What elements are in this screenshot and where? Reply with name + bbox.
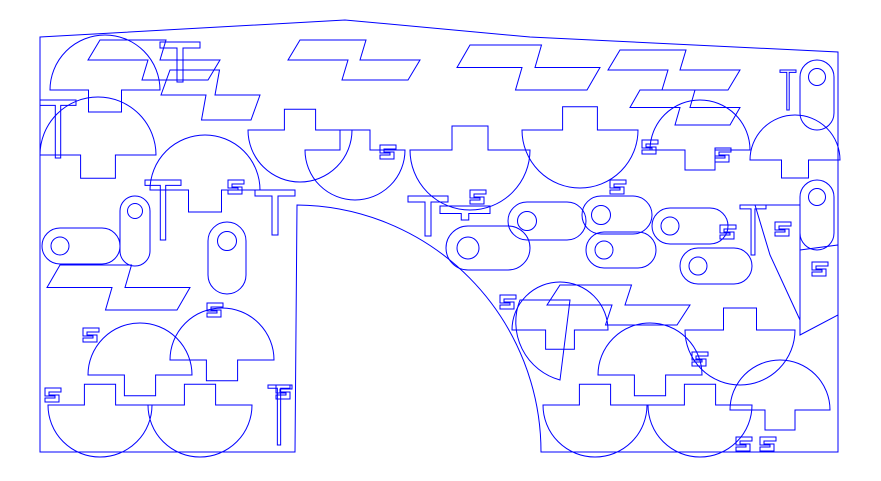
clip-part-1 — [227, 179, 245, 195]
clip-part-4 — [641, 139, 659, 155]
round-part-d — [169, 307, 275, 382]
round-part-a — [47, 383, 153, 458]
stadium-part-10-hole — [808, 188, 826, 206]
sheet-boundary — [39, 19, 839, 453]
stadium-part-9 — [799, 59, 835, 131]
stadium-part-10 — [799, 179, 835, 251]
round-part-p — [49, 34, 161, 113]
clip-part-12 — [759, 436, 777, 452]
stadium-part-0 — [41, 227, 121, 265]
round-part-r — [684, 307, 796, 386]
tee-part-5 — [779, 69, 797, 111]
round-part-o — [749, 114, 841, 179]
stadium-part-2-hole — [217, 231, 237, 251]
round-part-g — [597, 322, 703, 397]
tee-part-2 — [254, 189, 296, 236]
tee-part-1 — [144, 179, 182, 241]
clip-part-7 — [44, 387, 62, 403]
stadium-part-6 — [651, 207, 729, 245]
tee-part-7 — [407, 195, 449, 237]
stadium-part-9-hole — [808, 68, 826, 86]
stadium-part-7-hole — [688, 256, 708, 276]
stadium-part-4 — [507, 201, 587, 241]
clip-part-11 — [735, 436, 753, 452]
round-part-h — [729, 359, 831, 431]
round-part-k — [247, 108, 353, 183]
clip-part-5 — [714, 147, 732, 163]
clip-part-15 — [275, 384, 293, 400]
wedge-part-a — [799, 244, 839, 336]
round-part-f — [647, 383, 753, 458]
stadium-part-8-hole — [594, 240, 614, 260]
round-part-m — [521, 106, 639, 189]
round-part-i — [39, 96, 157, 179]
round-part-c — [87, 322, 193, 397]
stadium-part-5-hole — [591, 205, 611, 225]
stadium-part-3 — [445, 225, 531, 271]
stadium-part-5 — [581, 195, 653, 235]
clip-part-14 — [811, 261, 829, 277]
round-part-n — [649, 99, 751, 171]
round-part-b — [147, 383, 253, 458]
zigzag-part-1 — [287, 39, 421, 81]
tee-part-4 — [739, 204, 767, 256]
stadium-part-0-hole — [50, 236, 70, 256]
clip-part-16 — [719, 224, 737, 240]
zigzag-part-2 — [456, 44, 601, 91]
clip-part-2 — [469, 189, 487, 205]
zigzag-part-4 — [46, 264, 191, 311]
stadium-part-3-hole — [456, 236, 480, 260]
stadium-part-2 — [207, 221, 247, 295]
wedge-part-b — [754, 204, 801, 321]
round-part-j — [149, 134, 261, 213]
zigzag-part-3 — [607, 49, 741, 91]
clip-part-9 — [499, 294, 517, 310]
stadium-part-7 — [679, 247, 753, 285]
clip-part-10 — [691, 351, 709, 367]
stadium-part-1 — [119, 195, 151, 267]
clip-part-13 — [774, 221, 792, 237]
tee-part-8 — [439, 205, 491, 221]
round-part-q — [304, 129, 406, 201]
round-part-e — [542, 383, 648, 458]
zigzag-part-6 — [160, 69, 261, 121]
stadium-part-6-hole — [660, 216, 680, 236]
tee-part-0 — [39, 99, 77, 159]
clip-part-0 — [379, 144, 397, 160]
clip-part-8 — [206, 302, 224, 318]
clip-part-6 — [82, 327, 100, 343]
tee-part-3 — [267, 384, 291, 446]
round-part-s — [511, 281, 609, 350]
wedge-part-c — [515, 299, 571, 381]
zigzag-part-0 — [87, 39, 221, 81]
zigzag-part-7 — [629, 89, 741, 126]
stadium-part-1-hole — [127, 203, 143, 219]
zigzag-part-5 — [546, 284, 691, 326]
tee-part-6 — [159, 41, 201, 83]
round-part-l — [409, 125, 531, 211]
stadium-part-4-hole — [517, 211, 537, 231]
stadium-part-8 — [585, 231, 657, 269]
clip-part-3 — [609, 179, 627, 195]
